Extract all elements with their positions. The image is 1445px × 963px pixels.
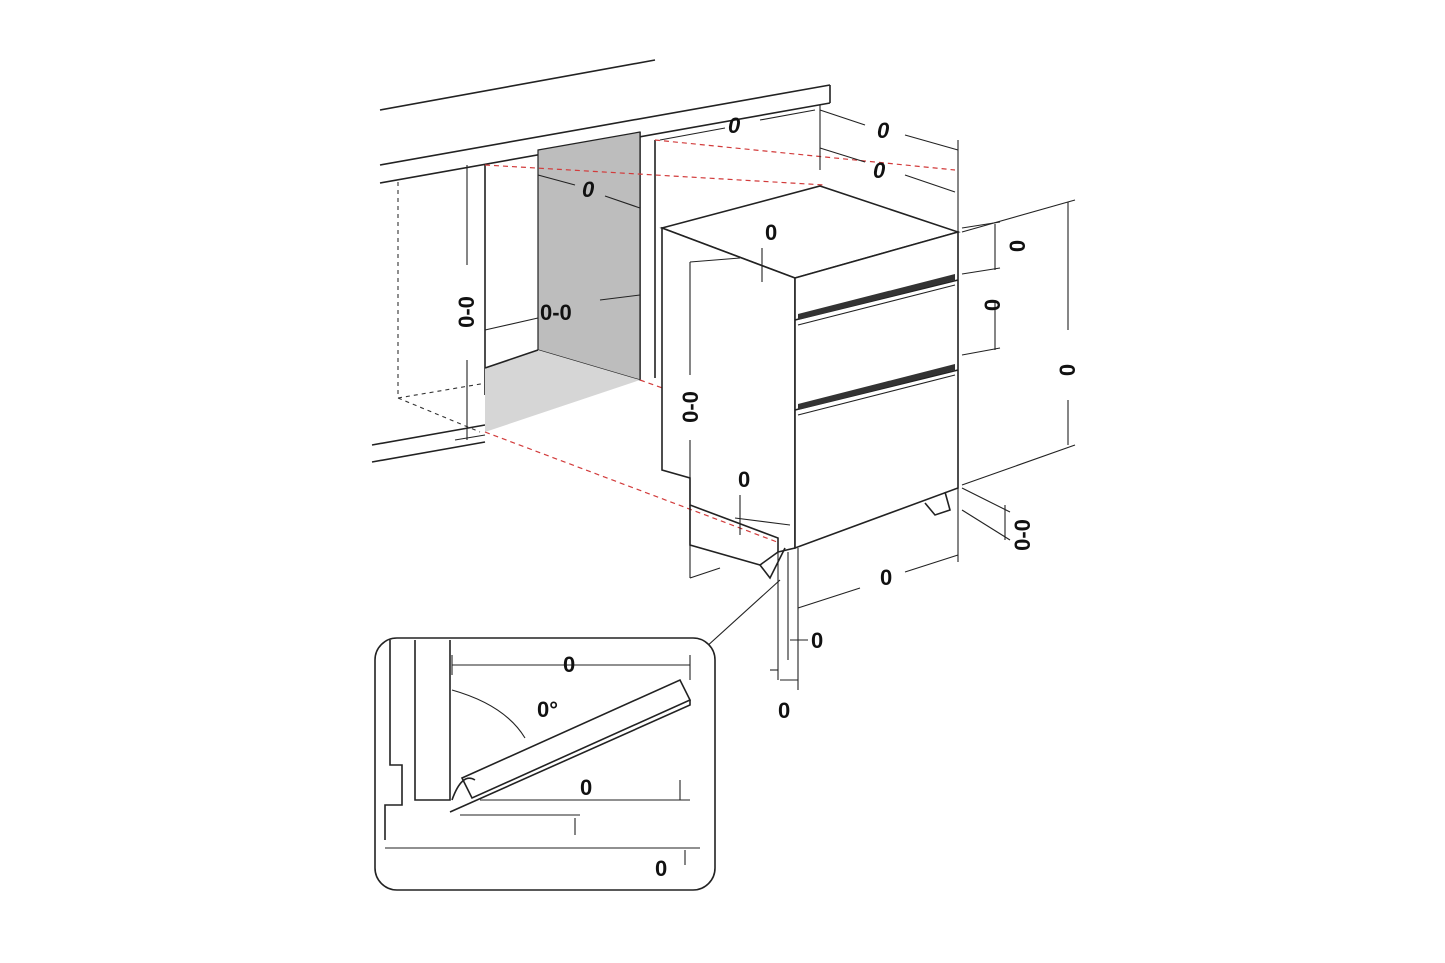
inset-gap-a-label: 0 xyxy=(580,775,592,800)
dimension-lines xyxy=(454,105,1076,690)
niche-depth-label: 0 xyxy=(582,177,595,202)
inset-width-label: 0 xyxy=(563,652,575,677)
panel-top-label: 0 xyxy=(1005,240,1030,252)
niche-height-left-label: 0-0 xyxy=(454,296,479,328)
niche-height-inner-label: 0-0 xyxy=(540,300,572,325)
plinth-gap-b-label: 0 xyxy=(778,698,790,723)
inset-angle-label: 0° xyxy=(537,697,558,722)
inset-gap-b-label: 0 xyxy=(655,856,667,881)
hinge-detail-inset xyxy=(374,637,716,891)
body-top-gap-label: 0 xyxy=(765,220,777,245)
panel-mid-label: 0 xyxy=(980,299,1005,311)
niche-back-wall xyxy=(537,131,641,381)
body-side-height-label: 0-0 xyxy=(678,391,703,423)
niche-floor xyxy=(485,350,640,432)
total-height-label: 0 xyxy=(1055,364,1080,376)
foot-left-label: 0 xyxy=(738,467,750,492)
inner-depth-label: 0 xyxy=(873,158,886,183)
drawer-appliance xyxy=(659,185,961,580)
outer-depth-label: 0 xyxy=(877,118,890,143)
foot-right-label: 0-0 xyxy=(1010,519,1035,551)
cabinet-width-label: 0 xyxy=(728,113,741,138)
bottom-width-label: 0 xyxy=(880,565,892,590)
plinth-gap-a-label: 0 xyxy=(811,628,823,653)
